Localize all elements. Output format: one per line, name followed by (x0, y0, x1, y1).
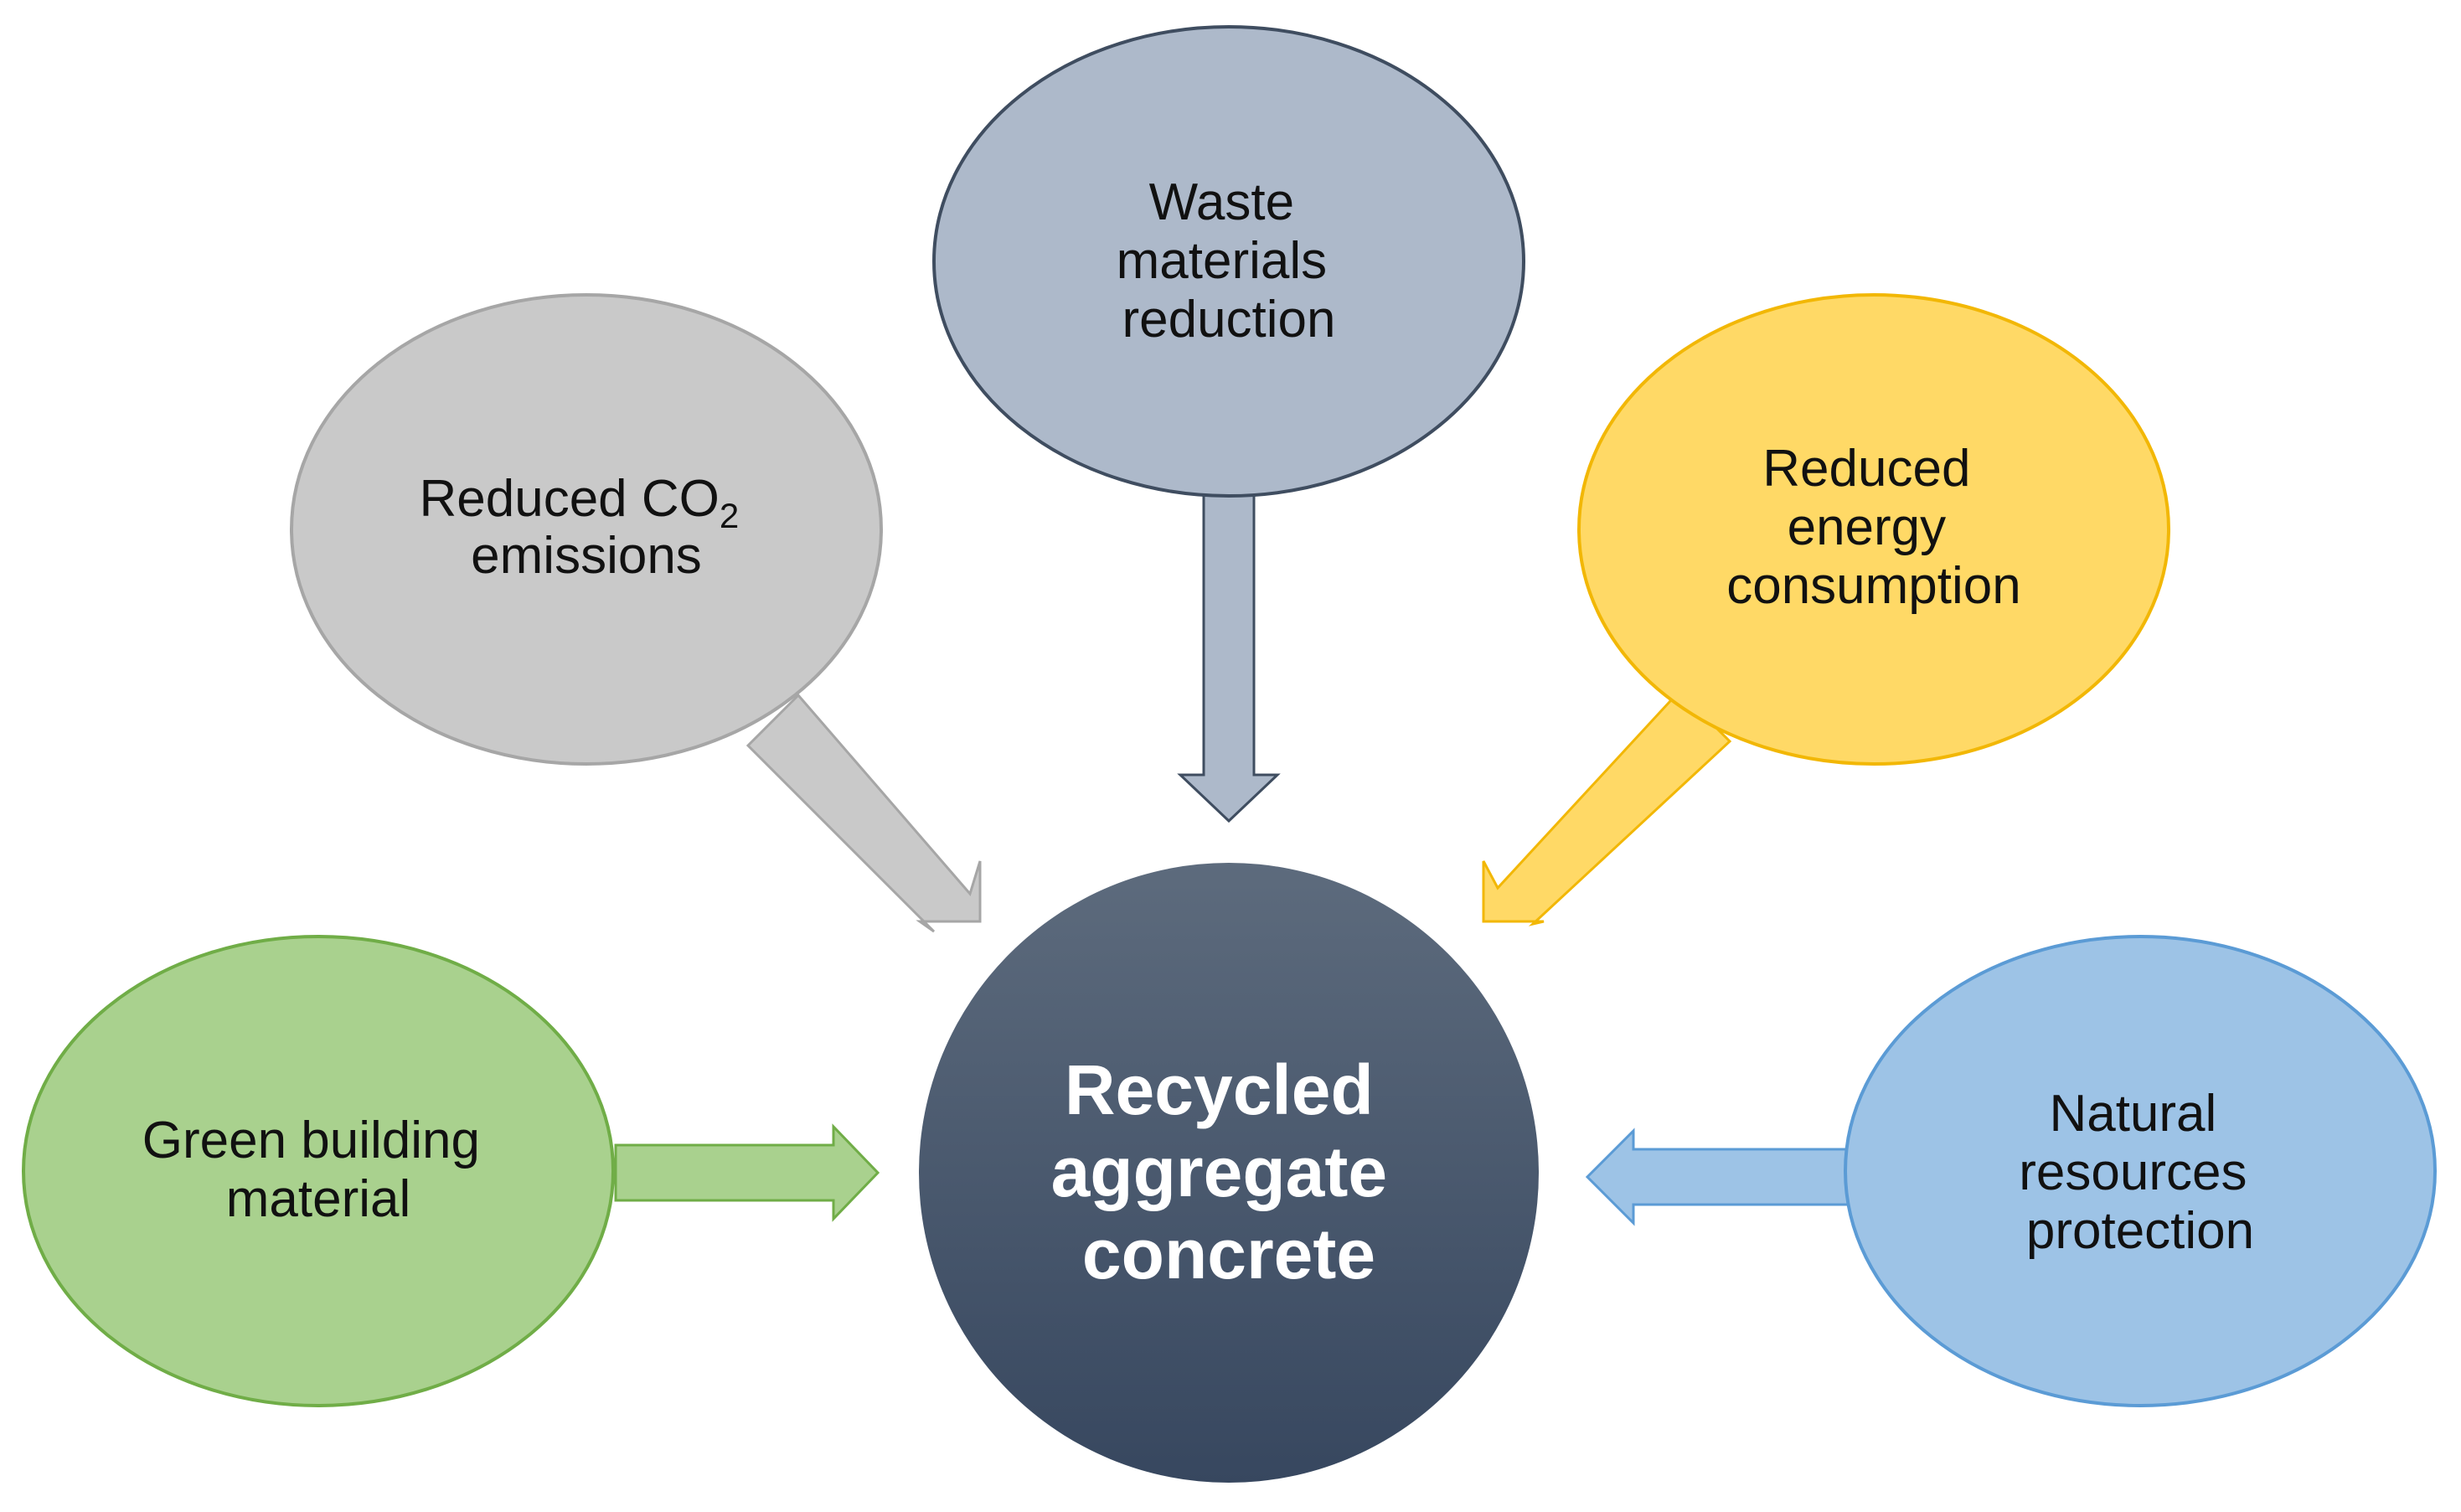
center-line-2: aggregate (1051, 1133, 1387, 1211)
node-green-line-1: Green building (142, 1112, 480, 1169)
node-natural-line-1: Natural (2049, 1085, 2216, 1143)
node-waste-ellipse (932, 25, 1525, 498)
node-green-line-2: material (226, 1170, 411, 1228)
node-co2-line-2: emissions (471, 527, 702, 585)
node-natural-label: Natural resources protection (2019, 1085, 2261, 1260)
node-energy-line-1: Reduced (1762, 440, 1970, 498)
node-co2-line-1: Reduced CO2 (419, 470, 739, 535)
node-energy-line-3: consumption (1726, 557, 2021, 615)
center-label: Recycled aggregate concrete (1051, 1050, 1407, 1293)
arrow-co2-to-center (746, 693, 982, 933)
node-natural-ellipse (1844, 935, 2437, 1407)
node-natural-line-2: resources (2019, 1143, 2247, 1201)
node-co2-subscript: 2 (720, 496, 739, 535)
node-energy-label: Reduced energy consumption (1726, 440, 2021, 615)
node-green-ellipse (22, 935, 615, 1407)
arrow-green-to-center (614, 1123, 880, 1222)
center-line-1: Recycled (1065, 1050, 1374, 1129)
node-waste-line-1: Waste (1149, 173, 1294, 231)
node-energy-line-2: energy (1788, 498, 1947, 556)
node-co2-ellipse (290, 293, 883, 766)
node-co2-line-1-main: Reduced CO (419, 470, 719, 528)
arrow-natural-to-center (1585, 1128, 1857, 1226)
arrow-energy-to-center (1482, 689, 1732, 926)
node-co2-label: Reduced CO2 emissions (419, 470, 753, 585)
node-waste-line-2: materials (1117, 232, 1328, 290)
arrow-waste-to-center (1177, 493, 1281, 823)
node-waste-label: Waste materials reduction (1117, 173, 1342, 348)
node-green-label: Green building material (142, 1112, 495, 1228)
node-energy-ellipse (1577, 293, 2170, 766)
node-waste-line-3: reduction (1122, 291, 1335, 348)
center-circle (919, 863, 1539, 1483)
center-line-3: concrete (1082, 1215, 1375, 1293)
node-natural-line-3: protection (2026, 1202, 2254, 1260)
